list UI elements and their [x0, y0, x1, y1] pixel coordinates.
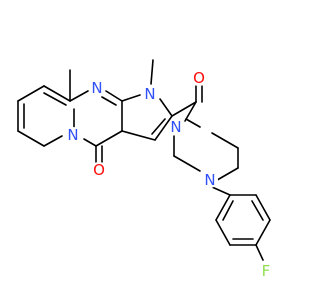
atom-f-label: F: [262, 262, 271, 280]
bond: [251, 200, 264, 221]
bond: [255, 194, 271, 221]
bond: [69, 90, 89, 102]
bond: [255, 244, 264, 261]
bond: [215, 194, 231, 221]
bond: [150, 59, 154, 85]
atom-labels: N N N O O N N F: [65, 69, 274, 280]
bond: [17, 85, 45, 102]
bond: [215, 219, 231, 246]
bond: [171, 101, 197, 117]
molecule-structure-diagram: N N N O O N N F: [17, 59, 274, 280]
bond: [211, 132, 239, 149]
bond: [121, 130, 156, 141]
atom-o-ketone: O: [91, 161, 107, 179]
bond: [185, 118, 201, 128]
atom-o-ketone-label: O: [93, 161, 105, 179]
bond: [184, 101, 197, 122]
bond: [43, 135, 63, 147]
bond: [151, 118, 166, 135]
bond: [43, 85, 71, 102]
atom-o-amide: O: [191, 69, 207, 87]
bond: [83, 138, 97, 147]
atom-n-bridge: N: [65, 126, 81, 144]
atom-n-piperazine-bottom-label: N: [204, 171, 215, 189]
atom-n-piperazine-top: N: [168, 118, 184, 136]
atom-n-top-label: N: [91, 79, 102, 97]
bond: [173, 155, 201, 172]
atom-n-piperazine-bottom: N: [202, 171, 218, 189]
bond: [211, 186, 231, 196]
bond: [95, 130, 123, 147]
bond: [105, 90, 123, 102]
bonds: [17, 59, 271, 261]
atom-o-amide-label: O: [193, 69, 205, 87]
bond: [43, 92, 67, 106]
atom-n-methyl: N: [142, 85, 158, 103]
bond: [17, 130, 45, 147]
atom-n-bridge-label: N: [67, 126, 78, 144]
atom-n-methyl-label: N: [144, 85, 155, 103]
bond: [121, 94, 141, 102]
bond: [101, 96, 117, 106]
bond: [222, 200, 234, 221]
bond: [255, 219, 271, 246]
atom-n-top: N: [89, 79, 105, 97]
bond: [154, 115, 173, 141]
atom-n-piperazine-top-label: N: [170, 118, 181, 136]
atom-f: F: [258, 262, 274, 280]
bond: [159, 98, 173, 117]
